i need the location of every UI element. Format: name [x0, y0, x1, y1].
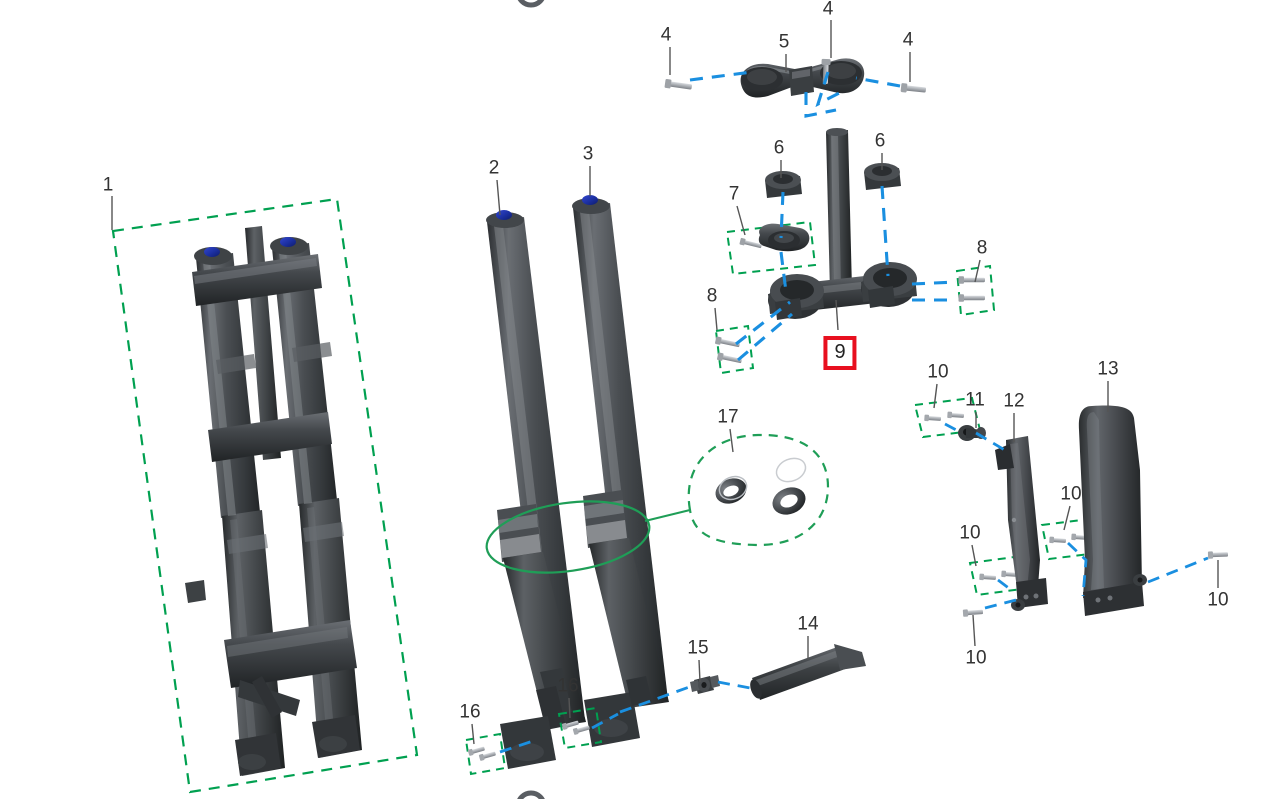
assembly-group-16-left	[464, 732, 507, 776]
assembly-dash-lines-guards	[944, 422, 1209, 610]
lower-triple-clamp-with-steering-stem[interactable]	[768, 128, 917, 320]
assembly-group-8-right	[955, 264, 996, 317]
assembly-group-7	[725, 220, 817, 276]
callout-label-6[interactable]: 6	[773, 137, 785, 159]
callout-label-8[interactable]: 8	[706, 285, 718, 307]
callout-label-4[interactable]: 4	[660, 24, 672, 46]
callout-label-1[interactable]: 1	[102, 174, 114, 196]
assembly-group-8-left	[714, 324, 755, 375]
assembly-dash-lines	[689, 70, 901, 118]
callout-label-11[interactable]: 11	[965, 389, 985, 411]
detail-callout-group-17	[485, 433, 830, 574]
left-fork-leg[interactable]	[486, 210, 586, 769]
callout-label-16[interactable]: 16	[459, 701, 481, 723]
callout-label-14[interactable]: 14	[797, 613, 819, 635]
complete-front-fork-assembly[interactable]	[185, 226, 362, 776]
front-wheel-axle[interactable]	[748, 644, 866, 700]
callout-label-10[interactable]: 10	[1207, 589, 1229, 611]
callout-label-15[interactable]: 15	[687, 637, 709, 659]
right-fork-guard[interactable]	[1078, 405, 1147, 617]
assembly-group-1	[111, 197, 419, 794]
callout-label-2[interactable]: 2	[488, 157, 500, 179]
callout-label-7[interactable]: 7	[728, 183, 740, 205]
assembly-dash-lines-clamp	[735, 185, 957, 362]
fork-guard-screw[interactable]	[924, 411, 1229, 617]
callout-label-13[interactable]: 13	[1097, 358, 1119, 380]
handlebar-upper-clamp[interactable]	[740, 58, 865, 98]
callout-label-3[interactable]: 3	[582, 143, 594, 165]
right-fork-leg[interactable]	[572, 195, 669, 747]
callout-label-8[interactable]: 8	[976, 237, 988, 259]
assembly-group-16-right	[557, 706, 603, 750]
left-fork-guard[interactable]	[995, 436, 1048, 611]
callout-label-10[interactable]: 10	[1060, 483, 1082, 505]
fork-cap-bushing[interactable]	[765, 163, 901, 198]
callout-label-4[interactable]: 4	[822, 0, 834, 20]
callout-label-4[interactable]: 4	[902, 29, 914, 51]
next-page-indicator[interactable]	[517, 790, 545, 799]
axle-nut[interactable]	[690, 675, 720, 694]
callout-label-10[interactable]: 10	[959, 522, 981, 544]
handlebar-lower-clamp[interactable]	[739, 223, 810, 252]
callout-label-12[interactable]: 12	[1003, 390, 1025, 412]
assembly-dash-lines-axle	[499, 680, 751, 754]
axle-pinch-bolt[interactable]	[467, 719, 591, 761]
callout-label-10[interactable]: 10	[965, 647, 987, 669]
callout-label-17[interactable]: 17	[717, 406, 739, 428]
previous-page-indicator[interactable]	[517, 0, 545, 8]
callout-label-5[interactable]: 5	[778, 31, 790, 53]
triple-clamp-pinch-bolt[interactable]	[714, 276, 985, 365]
callout-label-16[interactable]: 16	[557, 675, 579, 697]
callout-label-10[interactable]: 10	[927, 361, 949, 383]
callout-label-6[interactable]: 6	[874, 130, 886, 152]
callout-label-9-highlighted[interactable]: 9	[823, 336, 857, 370]
